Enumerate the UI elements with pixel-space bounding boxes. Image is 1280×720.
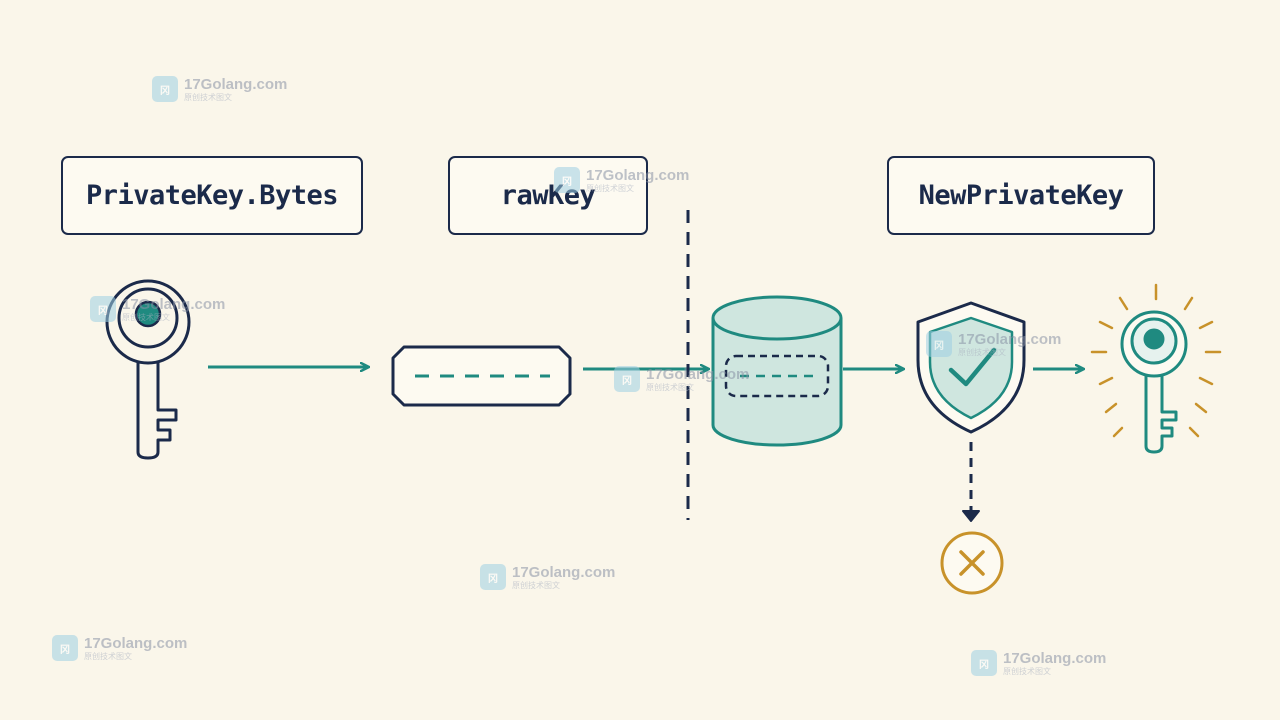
byte-slice-icon [391,345,572,407]
label-new-private-key: NewPrivateKey [887,156,1155,235]
glowing-key-icon [1090,283,1222,454]
key-icon [105,279,191,460]
label-new-private-key-text: NewPrivateKey [918,180,1124,211]
database-cylinder-icon [711,295,843,447]
x-circle-icon [940,531,1004,595]
arrow-shield-to-reject [962,442,980,522]
label-private-key-bytes: PrivateKey.Bytes [61,156,363,235]
label-private-key-bytes-text: PrivateKey.Bytes [85,180,339,211]
shield-check-icon [916,301,1026,434]
